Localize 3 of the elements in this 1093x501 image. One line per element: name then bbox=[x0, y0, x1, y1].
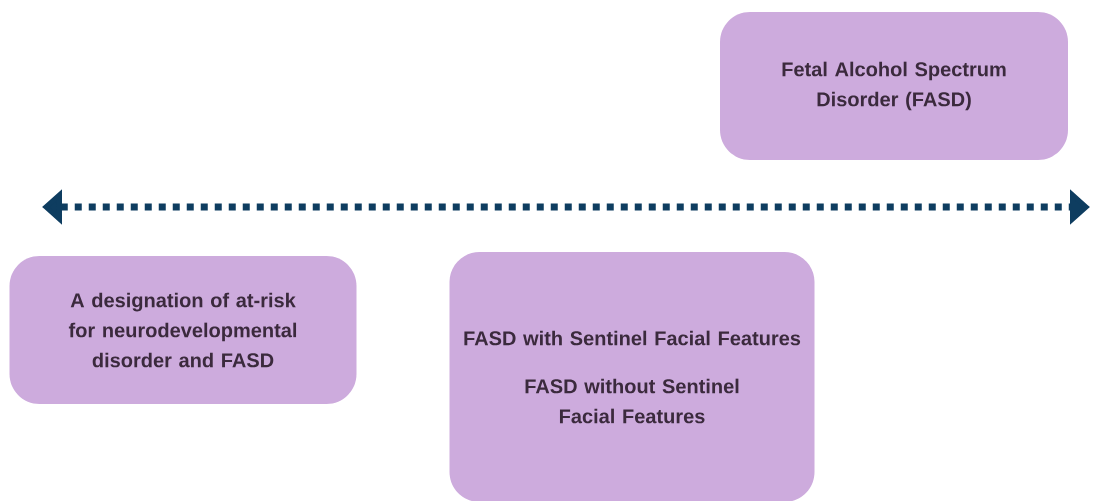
label-box: A designation of at-risk for neurodevelopmental disorder and FASD bbox=[9, 256, 357, 404]
label-box: FASD with Sentinel Facial Features FASD without Sentinel Facial Features bbox=[449, 252, 815, 501]
label-box: Fetal Alcohol Spectrum Disorder (FASD) bbox=[720, 12, 1068, 160]
